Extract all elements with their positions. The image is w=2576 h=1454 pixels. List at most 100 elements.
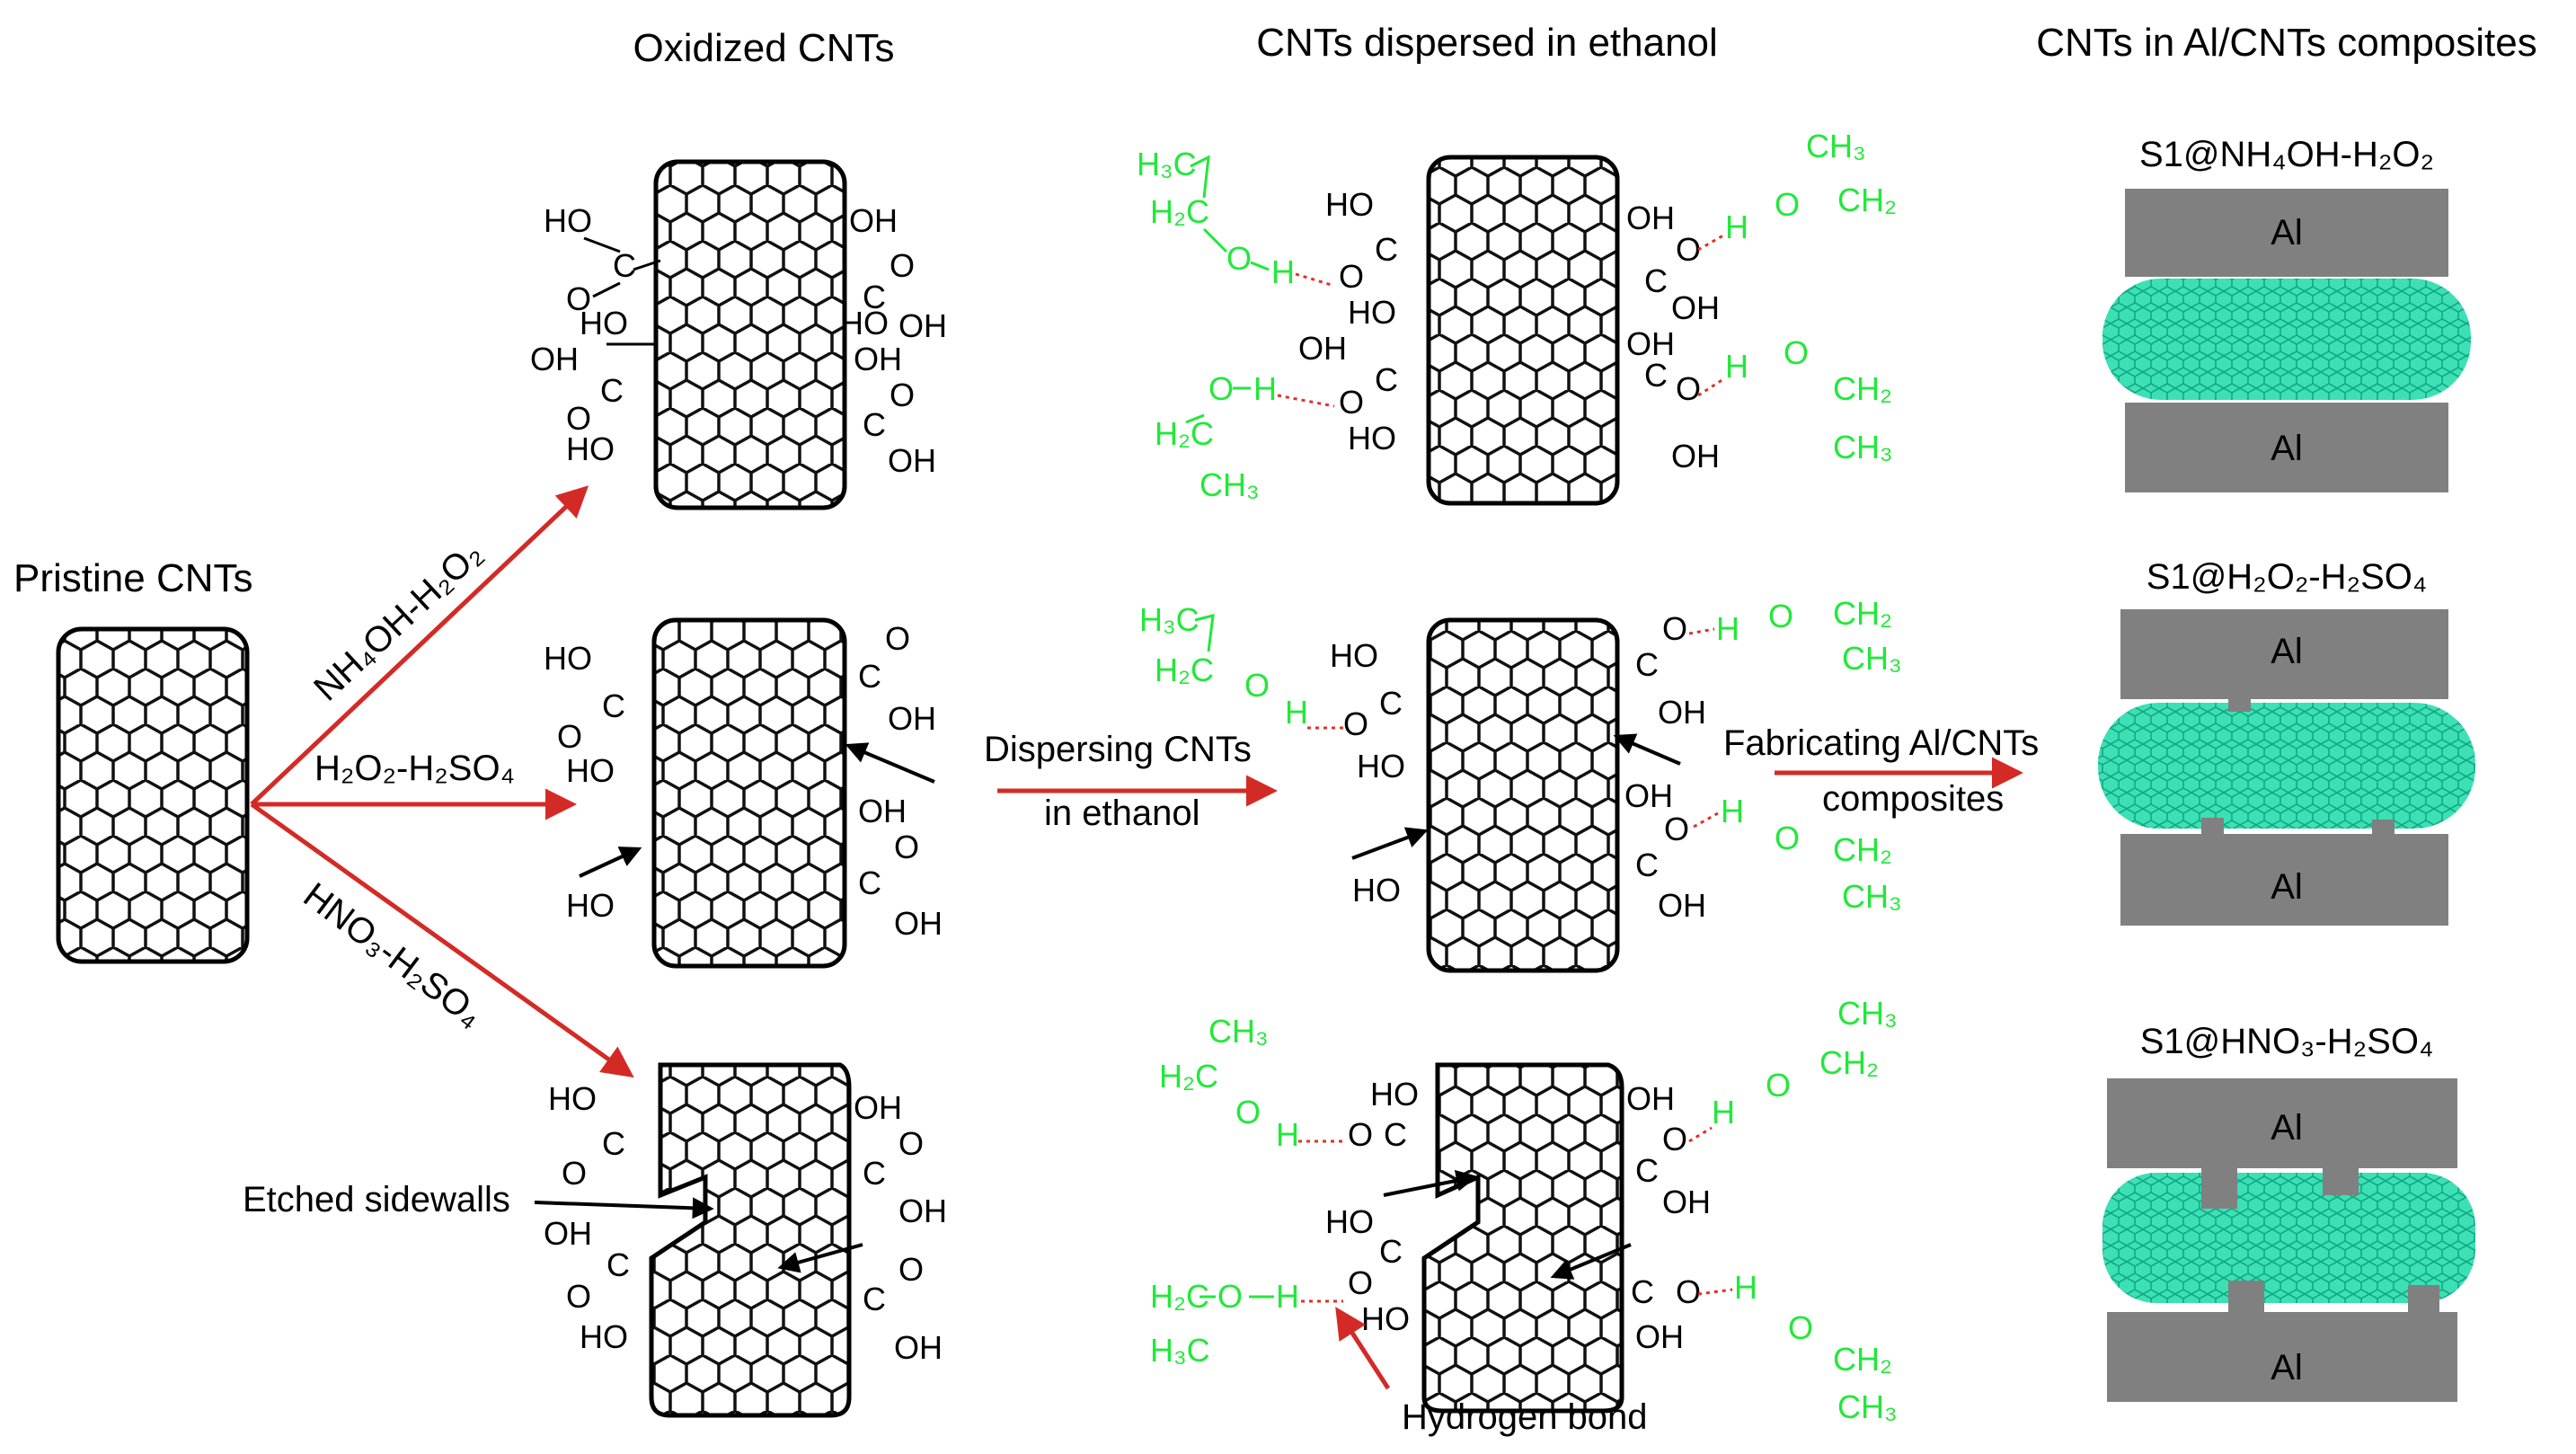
- group-label: OH: [894, 905, 943, 942]
- etched-arrow-2: [777, 1243, 863, 1273]
- group-label: O: [1662, 610, 1687, 647]
- al-plate-top-2: [2120, 609, 2448, 699]
- group-label: H₃C: [1139, 601, 1199, 638]
- group-label: C: [600, 372, 624, 409]
- group-label: HO: [840, 305, 889, 341]
- group-label: CH₂: [1819, 1044, 1879, 1081]
- al-label-top-3: Al: [2271, 1108, 2303, 1148]
- group-label: HO: [566, 430, 615, 467]
- group-label: OH: [1658, 887, 1706, 924]
- fabricating-label-2: composites: [1822, 779, 2004, 819]
- group-label: OH: [1671, 438, 1720, 474]
- group-label: OH: [544, 1215, 592, 1252]
- etched-arrow-1: [534, 1197, 714, 1219]
- group-label: OH: [888, 442, 936, 479]
- composite-3-title: S1@HNO₃-H₂SO₄: [2140, 1022, 2434, 1061]
- group-label: CH₃: [1806, 128, 1866, 164]
- group-label: CH₃: [1837, 995, 1898, 1032]
- groups-ox3: HO C O OH C O HO OH O C OH O C OH: [544, 1080, 947, 1366]
- group-label: C: [1379, 685, 1403, 722]
- group-label: H: [1725, 208, 1748, 245]
- group-label: C: [1631, 1273, 1654, 1310]
- group-label: H: [1285, 694, 1308, 731]
- group-label: H: [1725, 348, 1748, 385]
- group-label: OH: [1624, 777, 1673, 814]
- dispersed-cnt-1: [1426, 155, 1620, 506]
- group-label: OH: [899, 307, 947, 344]
- group-label: C: [1375, 231, 1398, 268]
- group-label: CH₂: [1833, 1341, 1892, 1378]
- group-label: O: [1217, 1278, 1243, 1315]
- group-label: HO: [566, 752, 615, 789]
- ethanol-disp1: H₃C H₂C O H CH₃ CH₂ O H H O CH₂ CH₃ O H …: [1137, 128, 1897, 503]
- arrow-treatment-3: [250, 802, 634, 1078]
- group-label: H: [1734, 1269, 1757, 1306]
- group-label: OH: [854, 1089, 902, 1126]
- group-label: HO: [580, 1318, 628, 1355]
- group-label: CH₃: [1842, 640, 1902, 677]
- groups-disp1: HO C O HO OH C O HO OH O C OH OH O C OH: [1298, 186, 1720, 474]
- dispersed-cnt-2: [1426, 617, 1620, 973]
- group-label: HO: [580, 305, 628, 341]
- header-composites: CNTs in Al/CNTs composites: [2036, 21, 2536, 65]
- group-label: CH₂: [1837, 182, 1897, 218]
- defect-arrow-disp2-a: [1613, 733, 1681, 766]
- group-label: O: [1768, 598, 1793, 634]
- group-label: C: [863, 279, 886, 315]
- group-label: H: [1253, 370, 1277, 407]
- group-label: OH: [1658, 694, 1706, 731]
- defect-arrow-ox2-b: [579, 847, 642, 878]
- hydrogen-bond-label: Hydrogen bond: [1402, 1397, 1648, 1437]
- group-label: O: [1339, 258, 1364, 295]
- group-label: O: [1244, 667, 1270, 704]
- group-label: O: [1676, 231, 1701, 268]
- arrow-treatment-1: [250, 485, 589, 806]
- group-label: O: [1208, 370, 1234, 407]
- al-plate-top-3: [2107, 1078, 2457, 1209]
- fabricating-label-1: Fabricating Al/CNTs: [1723, 723, 2039, 763]
- group-label: OH: [858, 793, 907, 829]
- group-label: OH: [1671, 289, 1720, 326]
- group-label: O: [1766, 1067, 1791, 1104]
- al-label-bottom-1: Al: [2271, 429, 2303, 468]
- treatment-2-label: H₂O₂-H₂SO₄: [314, 749, 515, 788]
- group-label: HO: [1330, 637, 1378, 674]
- group-label: C: [1379, 1233, 1403, 1270]
- al-label-bottom-3: Al: [2271, 1348, 2303, 1388]
- composite-2-title: S1@H₂O₂-H₂SO₄: [2147, 557, 2427, 597]
- group-label: CH₃: [1208, 1013, 1269, 1050]
- group-label: C: [863, 1281, 886, 1317]
- defect-arrow-ox2-a: [845, 742, 935, 784]
- groups-ox1: HO C O HO OH C O HO OH O C OH HO OH O C …: [530, 202, 947, 479]
- group-label: H: [1721, 793, 1744, 829]
- group-label: C: [1635, 1152, 1659, 1189]
- group-label: O: [1343, 705, 1368, 742]
- group-label: C: [1384, 1116, 1407, 1153]
- group-label: OH: [1298, 330, 1347, 367]
- group-label: H: [1276, 1116, 1299, 1153]
- group-label: C: [863, 1155, 886, 1192]
- group-label: O: [885, 620, 910, 657]
- group-label: O: [1662, 1121, 1687, 1157]
- al-plate-bottom-3: [2107, 1281, 2457, 1402]
- group-label: O: [899, 1251, 924, 1288]
- header-dispersed: CNTs dispersed in ethanol: [1256, 21, 1718, 65]
- group-label: C: [1644, 262, 1668, 299]
- group-label: O: [899, 1125, 924, 1162]
- cnt-bundle-3: [2102, 1173, 2475, 1303]
- group-label: C: [1635, 646, 1659, 683]
- group-label: OH: [1626, 199, 1675, 236]
- group-label: O: [1784, 334, 1809, 371]
- group-label: HO: [1370, 1076, 1419, 1113]
- group-label: OH: [854, 341, 902, 377]
- group-label: OH: [888, 700, 936, 737]
- group-label: HO: [544, 640, 592, 677]
- pristine-cnt: [56, 626, 250, 964]
- group-label: C: [602, 687, 625, 724]
- group-label: CH₂: [1833, 831, 1892, 868]
- group-label: H₃C: [1137, 146, 1197, 182]
- group-label: O: [566, 1278, 591, 1315]
- cnt-bundle-2: [2098, 703, 2475, 829]
- group-label: HO: [566, 887, 615, 924]
